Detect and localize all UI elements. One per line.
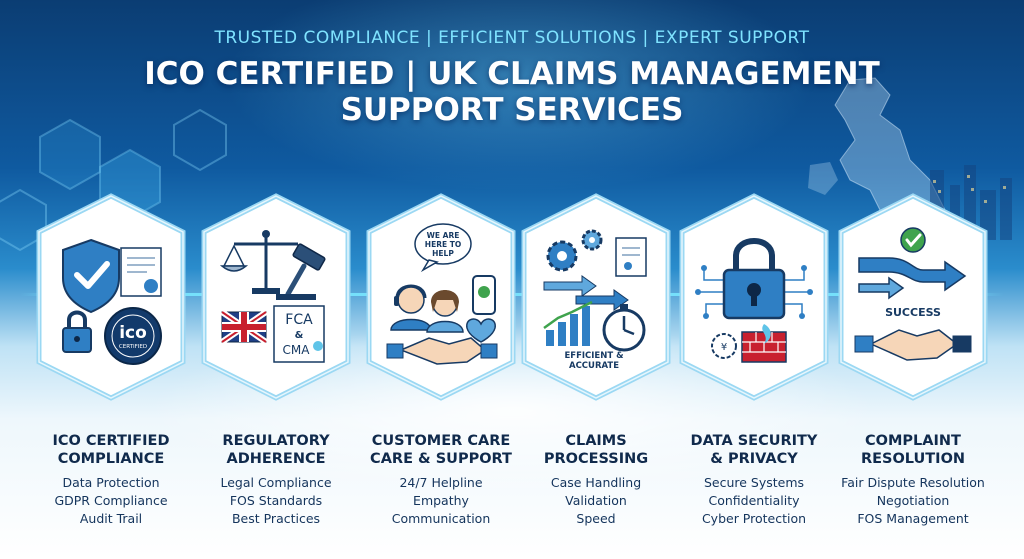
gears-icon — [546, 229, 603, 272]
padlock-icon — [62, 310, 92, 353]
gavel-icon — [276, 243, 326, 300]
ico-seal-icon: ico CERTIFIED — [104, 307, 162, 365]
col-data-security: DATA SECURITY & PRIVACY Secure Systems C… — [669, 432, 839, 528]
caption-line2: ACCURATE — [569, 361, 619, 370]
firewall-icon — [741, 324, 787, 363]
col-title-line2: ADHERENCE — [226, 451, 326, 467]
coin-gear-icon: ¥ — [711, 333, 737, 359]
col-title-line1: COMPLAINT — [865, 433, 961, 449]
col-regulatory-adherence: REGULATORY ADHERENCE Legal Compliance FO… — [191, 432, 361, 528]
col-item: FOS Management — [857, 511, 969, 526]
shield-check-icon — [62, 238, 120, 314]
col-complaint-resolution: COMPLAINT RESOLUTION Fair Dispute Resolu… — [828, 432, 998, 528]
headset-agent-icon — [390, 284, 432, 331]
circuit-icon — [695, 265, 813, 319]
cma-text: CMA — [283, 343, 311, 357]
fca-cma-document-icon: FCA & CMA — [273, 305, 325, 363]
card-data-security: ¥ — [678, 192, 830, 402]
col-title-line2: & PRIVACY — [710, 451, 798, 467]
col-item: GDPR Compliance — [54, 493, 168, 508]
col-item: Speed — [576, 511, 616, 526]
success-caption: SUCCESS — [885, 306, 941, 319]
col-title-line2: RESOLUTION — [860, 451, 966, 467]
tagline: TRUSTED COMPLIANCE | EFFICIENT SOLUTIONS… — [214, 28, 810, 48]
col-ico-compliance: ICO CERTIFIED COMPLIANCE Data Protection… — [26, 432, 196, 528]
col-item: Confidentiality — [708, 493, 800, 508]
col-customer-care: CUSTOMER CARE CARE & SUPPORT 24/7 Helpli… — [356, 432, 526, 528]
bubble-line3: HELP — [432, 249, 454, 258]
uk-flag-icon — [220, 309, 268, 345]
col-item: Fair Dispute Resolution — [841, 475, 985, 490]
col-item: Empathy — [413, 493, 469, 508]
col-title-line2: PROCESSING — [543, 451, 649, 467]
col-item: FOS Standards — [229, 493, 323, 508]
col-title-line1: REGULATORY — [222, 433, 330, 449]
col-title-line1: ICO CERTIFIED — [52, 433, 170, 449]
bubble-line1: WE ARE — [427, 231, 460, 240]
card-regulatory-adherence: FCA & CMA — [200, 192, 352, 402]
page-title-line2: SUPPORT SERVICES — [340, 92, 684, 128]
bar-chart-icon — [543, 300, 593, 346]
col-item: Communication — [391, 511, 491, 526]
heart-icon — [466, 318, 496, 343]
fca-text: FCA — [285, 312, 313, 328]
converging-arrows-icon — [858, 257, 967, 300]
col-title-line1: DATA SECURITY — [690, 433, 818, 449]
ico-seal-text: ico — [119, 323, 147, 343]
col-item: Negotiation — [876, 493, 950, 508]
page-title-line1: ICO CERTIFIED | UK CLAIMS MANAGEMENT — [144, 56, 880, 92]
agent-person-icon — [426, 290, 464, 333]
col-item: Data Protection — [62, 475, 160, 490]
card-claims-processing: EFFICIENT & ACCURATE — [520, 192, 672, 402]
arrows-icon — [543, 275, 629, 311]
certificate-icon — [120, 247, 162, 297]
phone-icon — [472, 275, 496, 315]
handshake-icon — [386, 337, 498, 365]
speech-bubble-icon: WE ARE HERE TO HELP — [414, 223, 472, 273]
col-title-line2: COMPLIANCE — [57, 451, 165, 467]
card-ico-compliance: ico CERTIFIED — [35, 192, 187, 402]
col-item: Cyber Protection — [701, 511, 807, 526]
handshake-icon — [854, 329, 972, 361]
col-claims-processing: CLAIMS PROCESSING Case Handling Validati… — [511, 432, 681, 528]
page-title: ICO CERTIFIED | UK CLAIMS MANAGEMENT SUP… — [112, 56, 912, 128]
col-item: Best Practices — [231, 511, 321, 526]
card-complaint-resolution: SUCCESS — [837, 192, 989, 402]
document-icon — [615, 237, 647, 277]
col-item: Legal Compliance — [220, 475, 332, 490]
check-circle-icon — [900, 227, 926, 253]
ico-seal-sub: CERTIFIED — [119, 344, 147, 350]
col-item: Secure Systems — [703, 475, 805, 490]
col-item: 24/7 Helpline — [399, 475, 483, 490]
col-item: Validation — [565, 493, 627, 508]
col-item: Audit Trail — [79, 511, 143, 526]
svg-text:¥: ¥ — [721, 342, 727, 353]
bubble-line2: HERE TO — [425, 240, 461, 249]
card-customer-care: WE ARE HERE TO HELP — [365, 192, 517, 402]
col-title-line2: CARE & SUPPORT — [370, 451, 512, 467]
col-title-line1: CUSTOMER CARE — [371, 433, 511, 449]
scales-icon — [219, 230, 298, 294]
amp-text: & — [295, 330, 304, 341]
col-item: Case Handling — [550, 475, 642, 490]
stopwatch-icon — [602, 304, 646, 352]
caption-line1: EFFICIENT & — [564, 351, 624, 361]
col-title-line1: CLAIMS — [565, 433, 627, 449]
big-padlock-icon — [722, 238, 786, 320]
